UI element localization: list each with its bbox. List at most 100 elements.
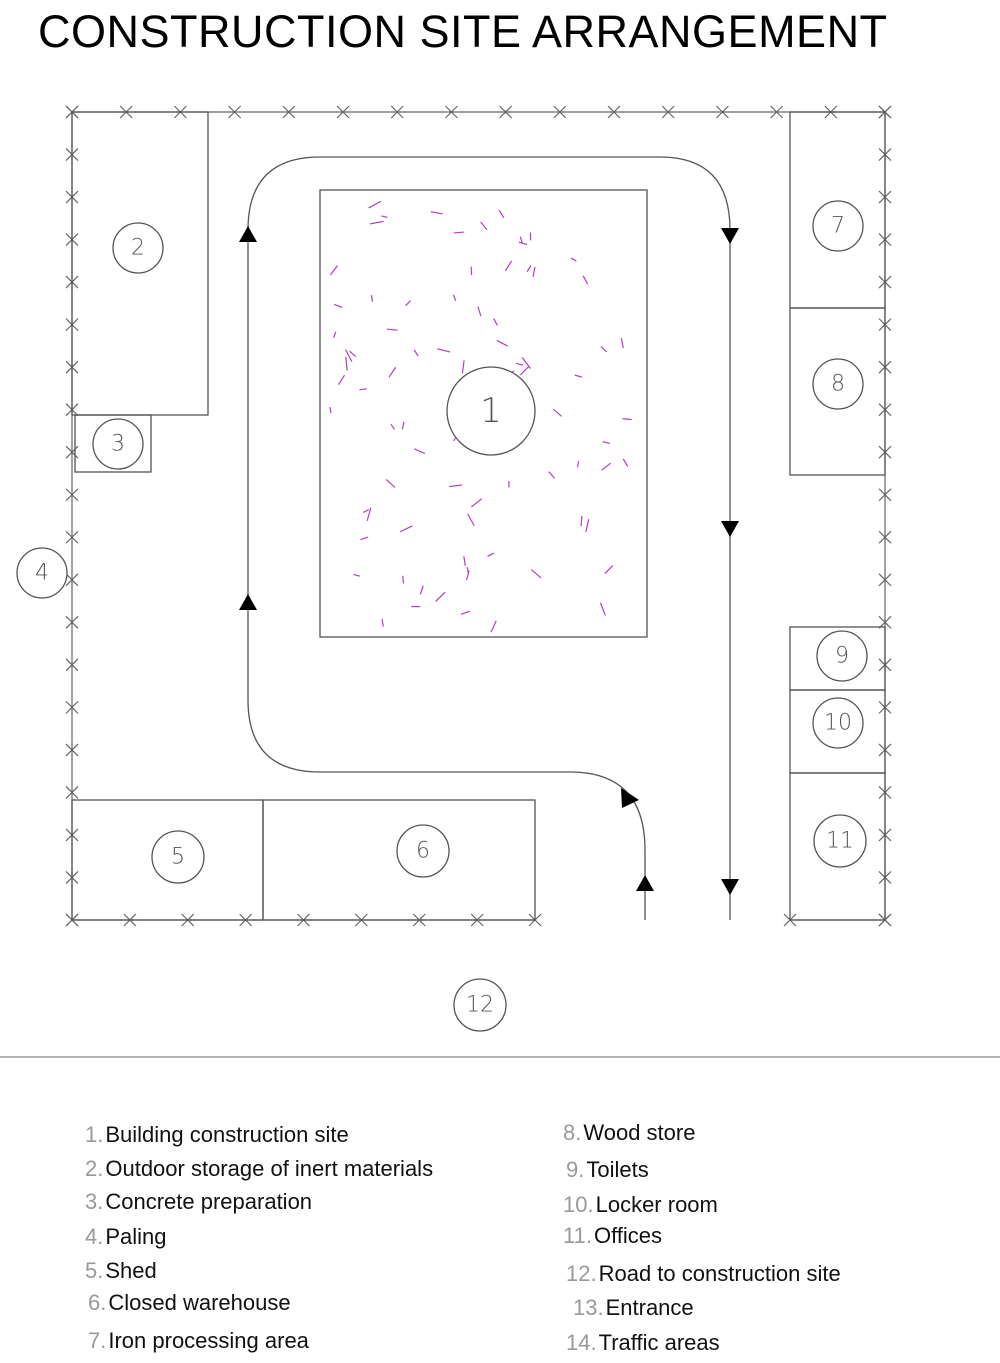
hatch-mark [548, 471, 556, 479]
hatch-mark [582, 275, 589, 285]
hatch-mark [329, 406, 332, 414]
fence-post-icon [65, 445, 79, 459]
zone-6-area [262, 799, 536, 921]
zone-number: 10 [824, 711, 852, 736]
legend-label: Road to construction site [598, 1261, 841, 1286]
legend-item: 4.Paling [85, 1224, 167, 1250]
legend-item: 2.Outdoor storage of inert materials [85, 1156, 433, 1182]
hatch-mark [461, 360, 465, 374]
zone-11-area [789, 772, 886, 921]
hatch-mark [487, 552, 495, 557]
fence-post-icon [878, 488, 892, 502]
zone-number: 9 [835, 644, 849, 669]
hatch-mark [521, 357, 531, 369]
zone-marker-1: 1 [446, 366, 536, 456]
hatch-mark [333, 303, 343, 309]
hatch-mark [519, 236, 523, 244]
legend-item: 13.Entrance [573, 1295, 694, 1321]
hatch-mark [460, 610, 471, 615]
fence-post-icon [65, 658, 79, 672]
hatch-mark [435, 591, 446, 602]
zone-number: 1 [480, 391, 502, 431]
fence-post-icon [65, 743, 79, 757]
fence-post-icon [444, 105, 458, 119]
zone-number: 12 [466, 993, 494, 1018]
fence-post-icon [499, 105, 513, 119]
legend-label: Locker room [595, 1192, 718, 1217]
fence-post-icon [336, 105, 350, 119]
fence-post-icon [65, 615, 79, 629]
hatch-mark [385, 479, 396, 488]
fence-post-icon [715, 105, 729, 119]
hatch-mark [353, 573, 361, 577]
hatch-mark [552, 408, 563, 417]
hatch-mark [359, 388, 367, 391]
legend-number: 3. [85, 1189, 104, 1214]
legend-number: 6. [88, 1290, 107, 1315]
hatch-mark [532, 267, 536, 277]
hatch-mark [480, 221, 488, 231]
hatch-mark [570, 257, 577, 262]
legend-label: Concrete preparation [105, 1189, 313, 1214]
hatch-mark [333, 331, 337, 338]
hatch-mark [602, 440, 610, 445]
fence-post-icon [65, 530, 79, 544]
arrow-up-icon [239, 226, 257, 242]
zone-marker-9: 9 [816, 630, 868, 682]
fence-post-icon [878, 573, 892, 587]
zone-marker-8: 8 [812, 358, 864, 410]
legend-label: Closed warehouse [108, 1290, 291, 1315]
hatch-mark [580, 515, 583, 527]
hatch-mark [437, 348, 451, 353]
hatch-mark [370, 220, 384, 225]
zone-marker-10: 10 [812, 697, 864, 749]
zone-marker-5: 5 [151, 830, 205, 884]
arrow-right-icon [621, 788, 639, 808]
fence-post-icon [878, 615, 892, 629]
hatch-mark [574, 374, 583, 378]
hatch-mark [490, 620, 497, 633]
legend-label: Paling [105, 1224, 167, 1249]
fence-post-icon [65, 488, 79, 502]
legend-number: 7. [88, 1328, 107, 1353]
zone-number: 3 [111, 432, 125, 457]
hatch-mark [463, 556, 466, 566]
hatch-mark [349, 350, 357, 358]
zone-number: 6 [416, 839, 430, 864]
legend-number: 10. [563, 1192, 594, 1217]
hatch-mark [453, 231, 465, 234]
hatch-mark [362, 509, 370, 513]
hatch-mark [366, 507, 372, 522]
fence-post-icon [878, 530, 892, 544]
fence-post-icon [65, 785, 79, 799]
hatch-mark [401, 421, 405, 430]
legend-number: 2. [85, 1156, 104, 1181]
legend-item: 1.Building construction site [85, 1122, 349, 1148]
fence-post-icon [65, 573, 79, 587]
legend-item: 5.Shed [85, 1258, 157, 1284]
zone-marker-11: 11 [813, 814, 867, 868]
hatch-mark [467, 513, 475, 527]
hatch-mark [390, 423, 395, 430]
hatch-mark [360, 536, 369, 541]
hatch-mark [381, 215, 388, 219]
fence-post-icon [228, 105, 242, 119]
hatch-mark [620, 337, 624, 348]
legend-item: 6.Closed warehouse [88, 1290, 291, 1316]
hatch-mark [329, 265, 338, 276]
legend-number: 8. [563, 1120, 582, 1145]
hatch-mark [448, 484, 462, 488]
hatch-mark [622, 418, 632, 421]
hatch-mark [399, 525, 413, 533]
legend-item: 12.Road to construction site [566, 1261, 841, 1287]
legend-label: Outdoor storage of inert materials [105, 1156, 434, 1181]
paling-fence [65, 105, 892, 927]
hatch-mark [370, 295, 374, 302]
legend-item: 14.Traffic areas [566, 1330, 720, 1356]
hatch-mark [601, 462, 612, 471]
fence-post-icon [770, 105, 784, 119]
hatch-mark [388, 366, 397, 378]
legend-label: Wood store [583, 1120, 696, 1145]
hatch-mark [493, 318, 498, 326]
page-title: CONSTRUCTION SITE ARRANGEMENT [38, 6, 888, 57]
